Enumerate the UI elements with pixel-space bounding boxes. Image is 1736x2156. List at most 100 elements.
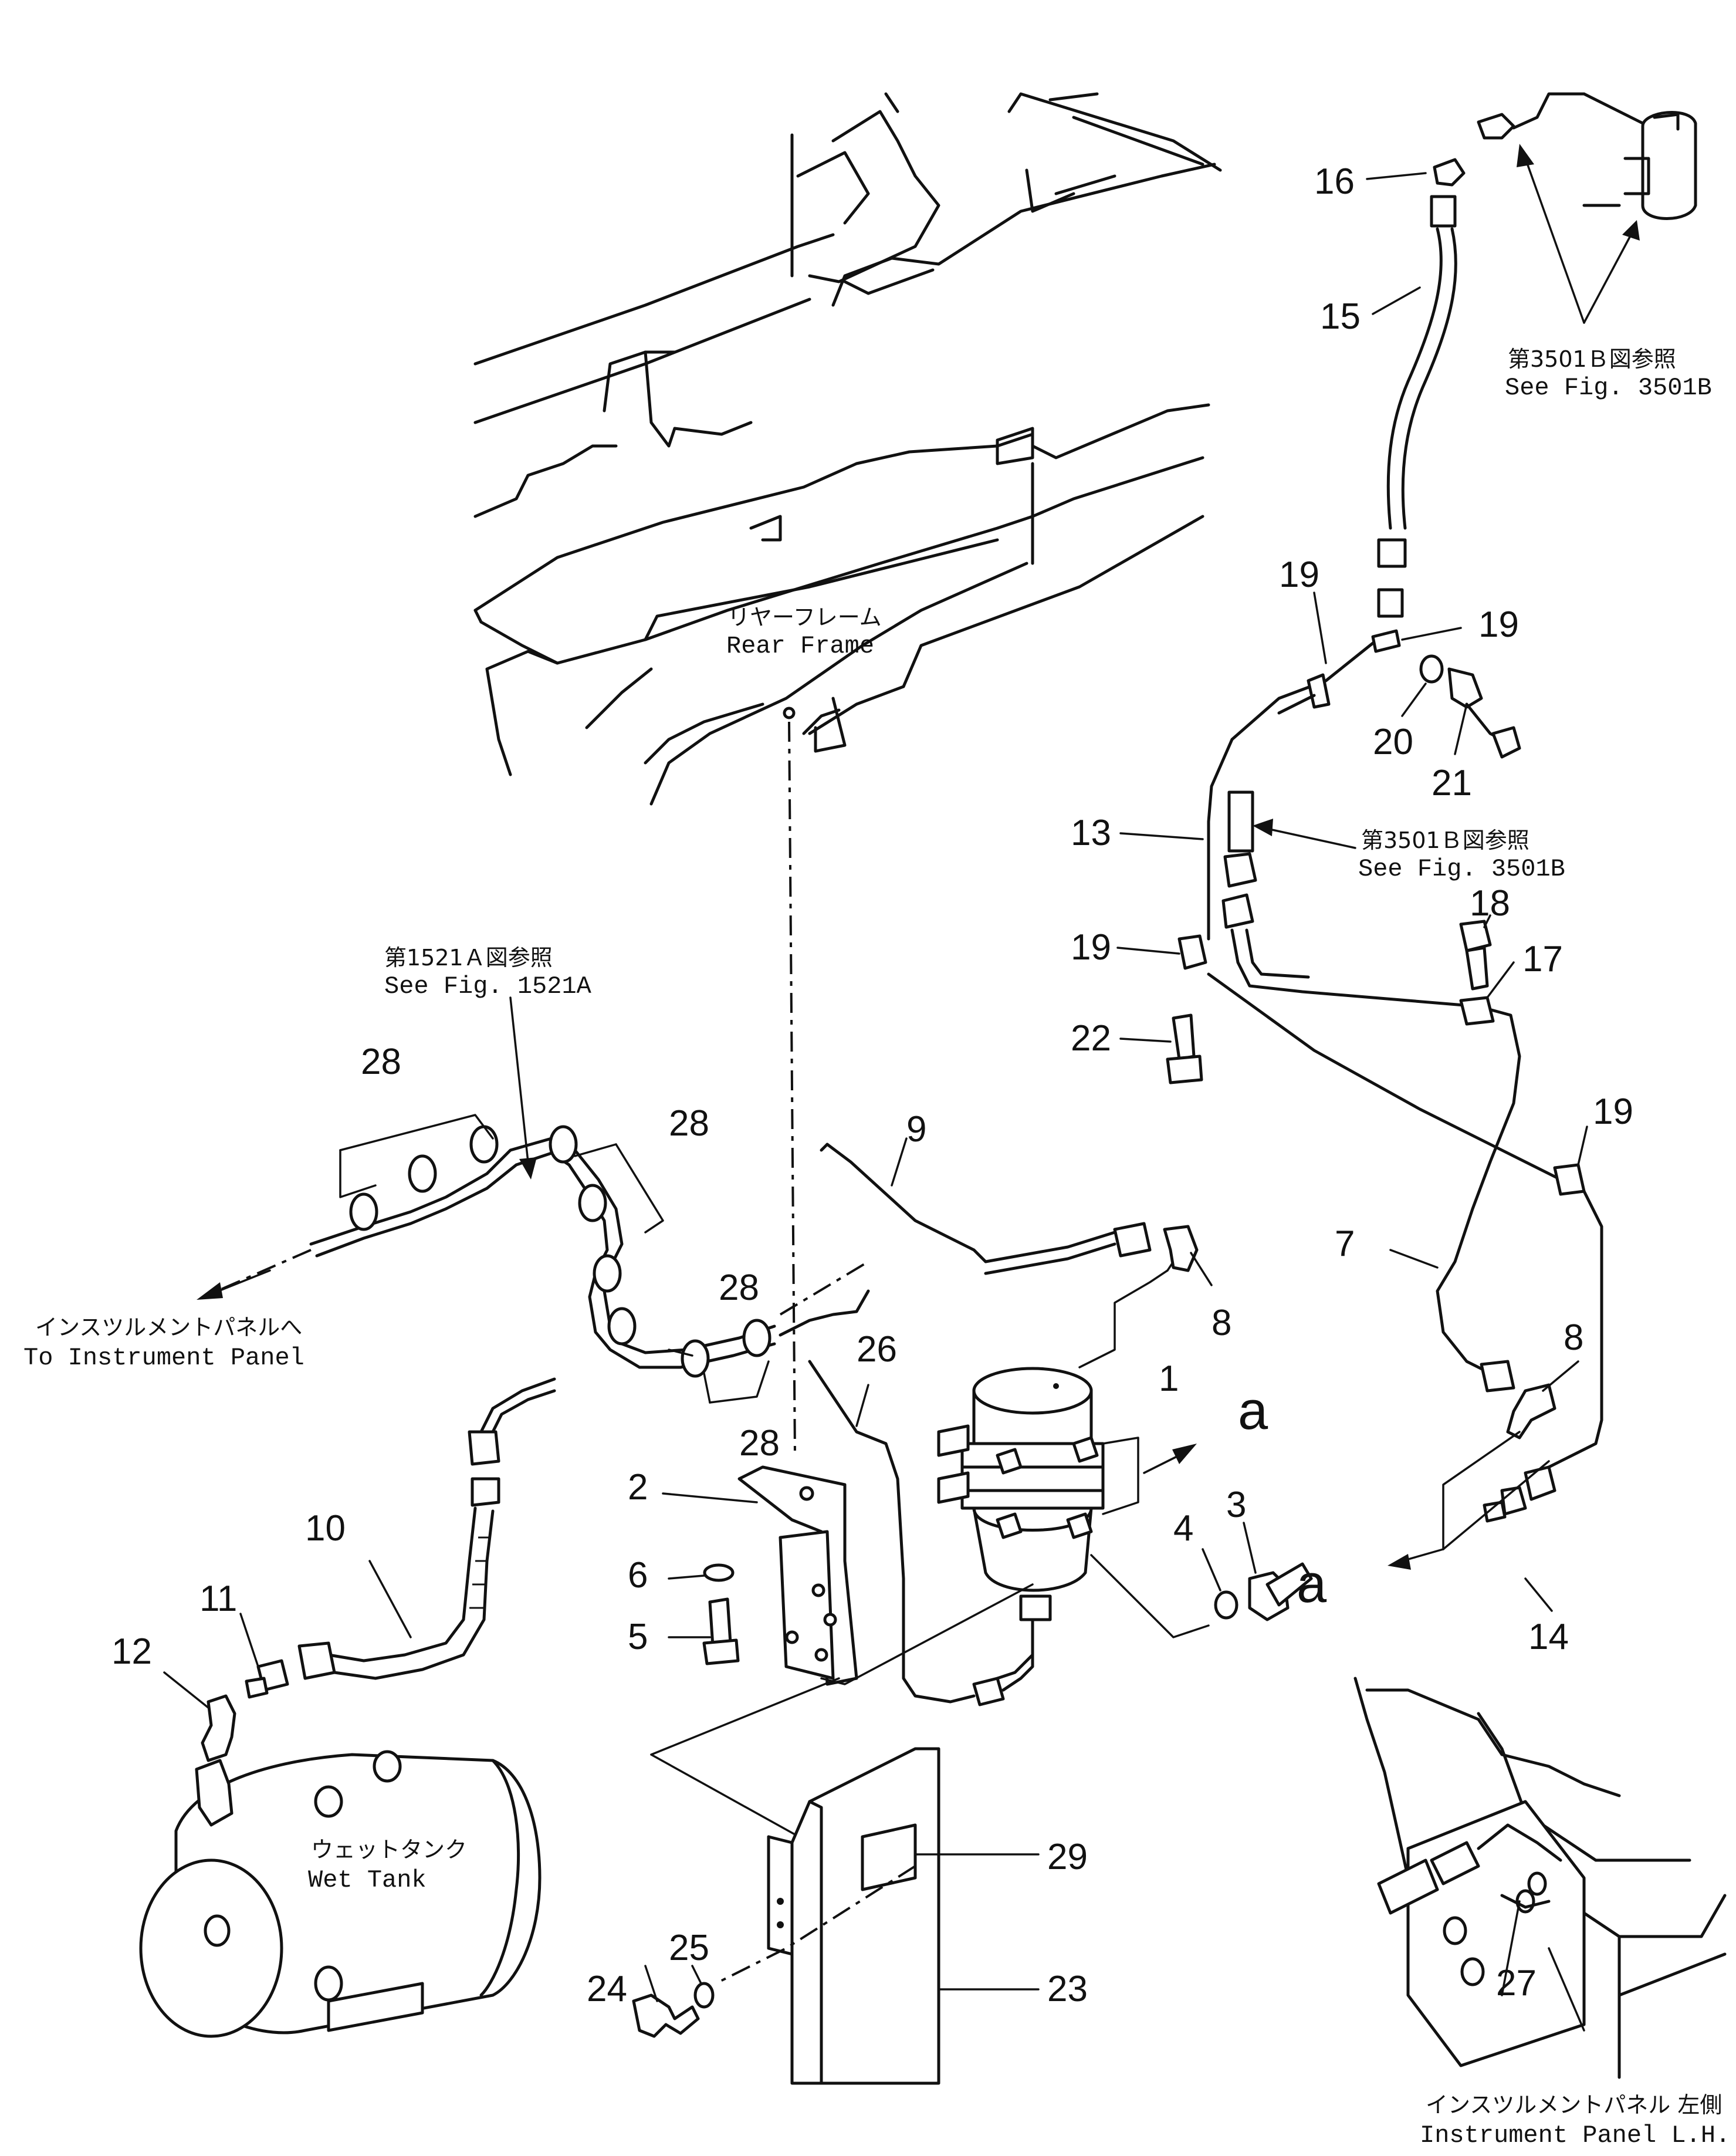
tube-13-assembly [1166, 629, 1603, 1570]
callout-5: 5 [628, 1617, 648, 1657]
callout-13: 13 [1071, 813, 1111, 853]
callout-a-center: a [1238, 1381, 1268, 1441]
bolt-22-head [1166, 1055, 1203, 1084]
callout-19-upper-left: 19 [1279, 555, 1319, 595]
hose-15-assembly [1377, 158, 1466, 618]
callout-3: 3 [1226, 1485, 1246, 1525]
callout-8-right: 8 [1564, 1317, 1583, 1358]
clip-19-mid [1177, 934, 1207, 970]
callout-28-center: 28 [719, 1268, 759, 1308]
clamp-28-d [549, 1125, 578, 1164]
connector-14 [1524, 1465, 1556, 1501]
to-panel-jp: インスツルメントパネルへ [35, 1314, 302, 1340]
callout-20: 20 [1373, 722, 1413, 762]
bolt-5-head [702, 1638, 740, 1665]
elbow-8-center [1163, 1225, 1199, 1272]
callout-10: 10 [305, 1508, 346, 1549]
washer-25 [693, 1982, 715, 2009]
rear-frame-drawing [473, 92, 1222, 806]
leader-bracket-to-dryer [820, 1583, 1034, 1685]
ref-1521a-jp: 第1521Ａ図参照 [384, 945, 553, 971]
hose-end-bottom [1377, 538, 1407, 568]
clamp-28-i [742, 1319, 771, 1357]
clamp-28-b [408, 1154, 437, 1193]
panel-lh-jp: インスツルメントパネル 左側 [1426, 2092, 1722, 2118]
clamp-28-c [469, 1125, 499, 1164]
callout-9: 9 [906, 1109, 926, 1150]
wet-tank-label-jp: ウェットタンク [311, 1837, 467, 1863]
callout-26: 26 [857, 1329, 897, 1370]
callout-8-center: 8 [1212, 1303, 1231, 1343]
nut-fitting [1377, 588, 1404, 618]
cover-23 [767, 1747, 940, 2085]
hose-9-fitting [1113, 1222, 1152, 1258]
bolt-5-shank [708, 1597, 732, 1648]
callout-a-right: a [1297, 1554, 1327, 1614]
bolt-18-head [1459, 920, 1492, 952]
clip-19-left [1307, 673, 1331, 709]
wet-tank-end-cap [139, 1858, 283, 2038]
callout-4: 4 [1173, 1508, 1193, 1549]
air-dryer-1 [937, 1261, 1197, 1621]
callout-1: 1 [1159, 1359, 1179, 1399]
callout-27: 27 [1496, 1963, 1537, 2003]
reference-valve-3501b [1477, 92, 1697, 324]
instrument-panel-lh [1353, 1677, 1727, 2079]
tube-7-end [1480, 1360, 1515, 1393]
washer-6 [703, 1563, 735, 1582]
callout-21: 21 [1432, 763, 1472, 803]
callout-leaders [163, 172, 1588, 2032]
callout-6: 6 [628, 1555, 648, 1596]
bracket-2-assembly [702, 1465, 858, 1686]
callout-18: 18 [1470, 883, 1510, 924]
panel-lh-en: Instrument Panel L.H. [1420, 2121, 1730, 2150]
tube-10-bottom-fitting [297, 1641, 336, 1680]
bolt-21 [1447, 667, 1483, 709]
elbow-12 [201, 1694, 236, 1762]
callout-15: 15 [1320, 296, 1361, 337]
hose-9-assembly [820, 1143, 1199, 1275]
callout-2: 2 [628, 1467, 648, 1508]
callout-22: 22 [1071, 1018, 1111, 1059]
callout-11: 11 [199, 1579, 237, 1619]
callout-24: 24 [587, 1969, 627, 2009]
leader-frame-to-bracket [788, 721, 796, 1456]
air-dryer-cap [972, 1367, 1093, 1415]
callout-28-left: 28 [361, 1042, 401, 1082]
ref-3501b-mid-arrow [1253, 819, 1356, 849]
switch-27 [1377, 1858, 1439, 1915]
ref-1521a-en: See Fig. 1521A [384, 972, 592, 1001]
wet-tank [139, 1750, 542, 2038]
rear-frame-label-en: Rear Frame [726, 632, 874, 660]
hose-end-top [1430, 195, 1457, 228]
callout-29: 29 [1047, 1837, 1088, 1877]
rear-frame-label: リヤーフレーム Rear Frame [726, 604, 882, 660]
washer-20 [1419, 654, 1444, 684]
callout-7: 7 [1335, 1224, 1355, 1264]
tube-ref-3501b-mid [1227, 790, 1254, 853]
ref-3501b-mid-jp: 第3501Ｂ図参照 [1361, 827, 1529, 853]
leader-cover-to-bolt [715, 1865, 916, 1985]
callout-19-mid: 19 [1071, 927, 1111, 968]
callout-16: 16 [1314, 161, 1355, 202]
clamp-28-e [578, 1184, 607, 1222]
to-panel-en: To Instrument Panel [23, 1344, 304, 1372]
tube-10-top-fitting [468, 1430, 500, 1466]
elbow-fitting-16 [1433, 158, 1466, 187]
clamp-28-a [349, 1192, 378, 1231]
bolt-18-shank [1465, 946, 1489, 991]
clamp-28-h [681, 1339, 710, 1378]
callout-28-right: 28 [669, 1103, 709, 1144]
harness-26 [808, 1360, 1034, 1706]
clamp-28-f [593, 1254, 622, 1293]
callout-17: 17 [1522, 939, 1563, 979]
harness-clamp-assembly [197, 1114, 870, 1762]
bolt-24 [632, 1993, 700, 2038]
fitting-ref-mid [1223, 852, 1257, 888]
ref-3501b-top-en: See Fig. 3501B [1505, 374, 1712, 402]
clip-19-right [1553, 1163, 1586, 1196]
wet-tank-mount [327, 1982, 424, 2032]
caution-plate-29 [861, 1823, 917, 1891]
panel-face [1406, 1800, 1586, 2067]
